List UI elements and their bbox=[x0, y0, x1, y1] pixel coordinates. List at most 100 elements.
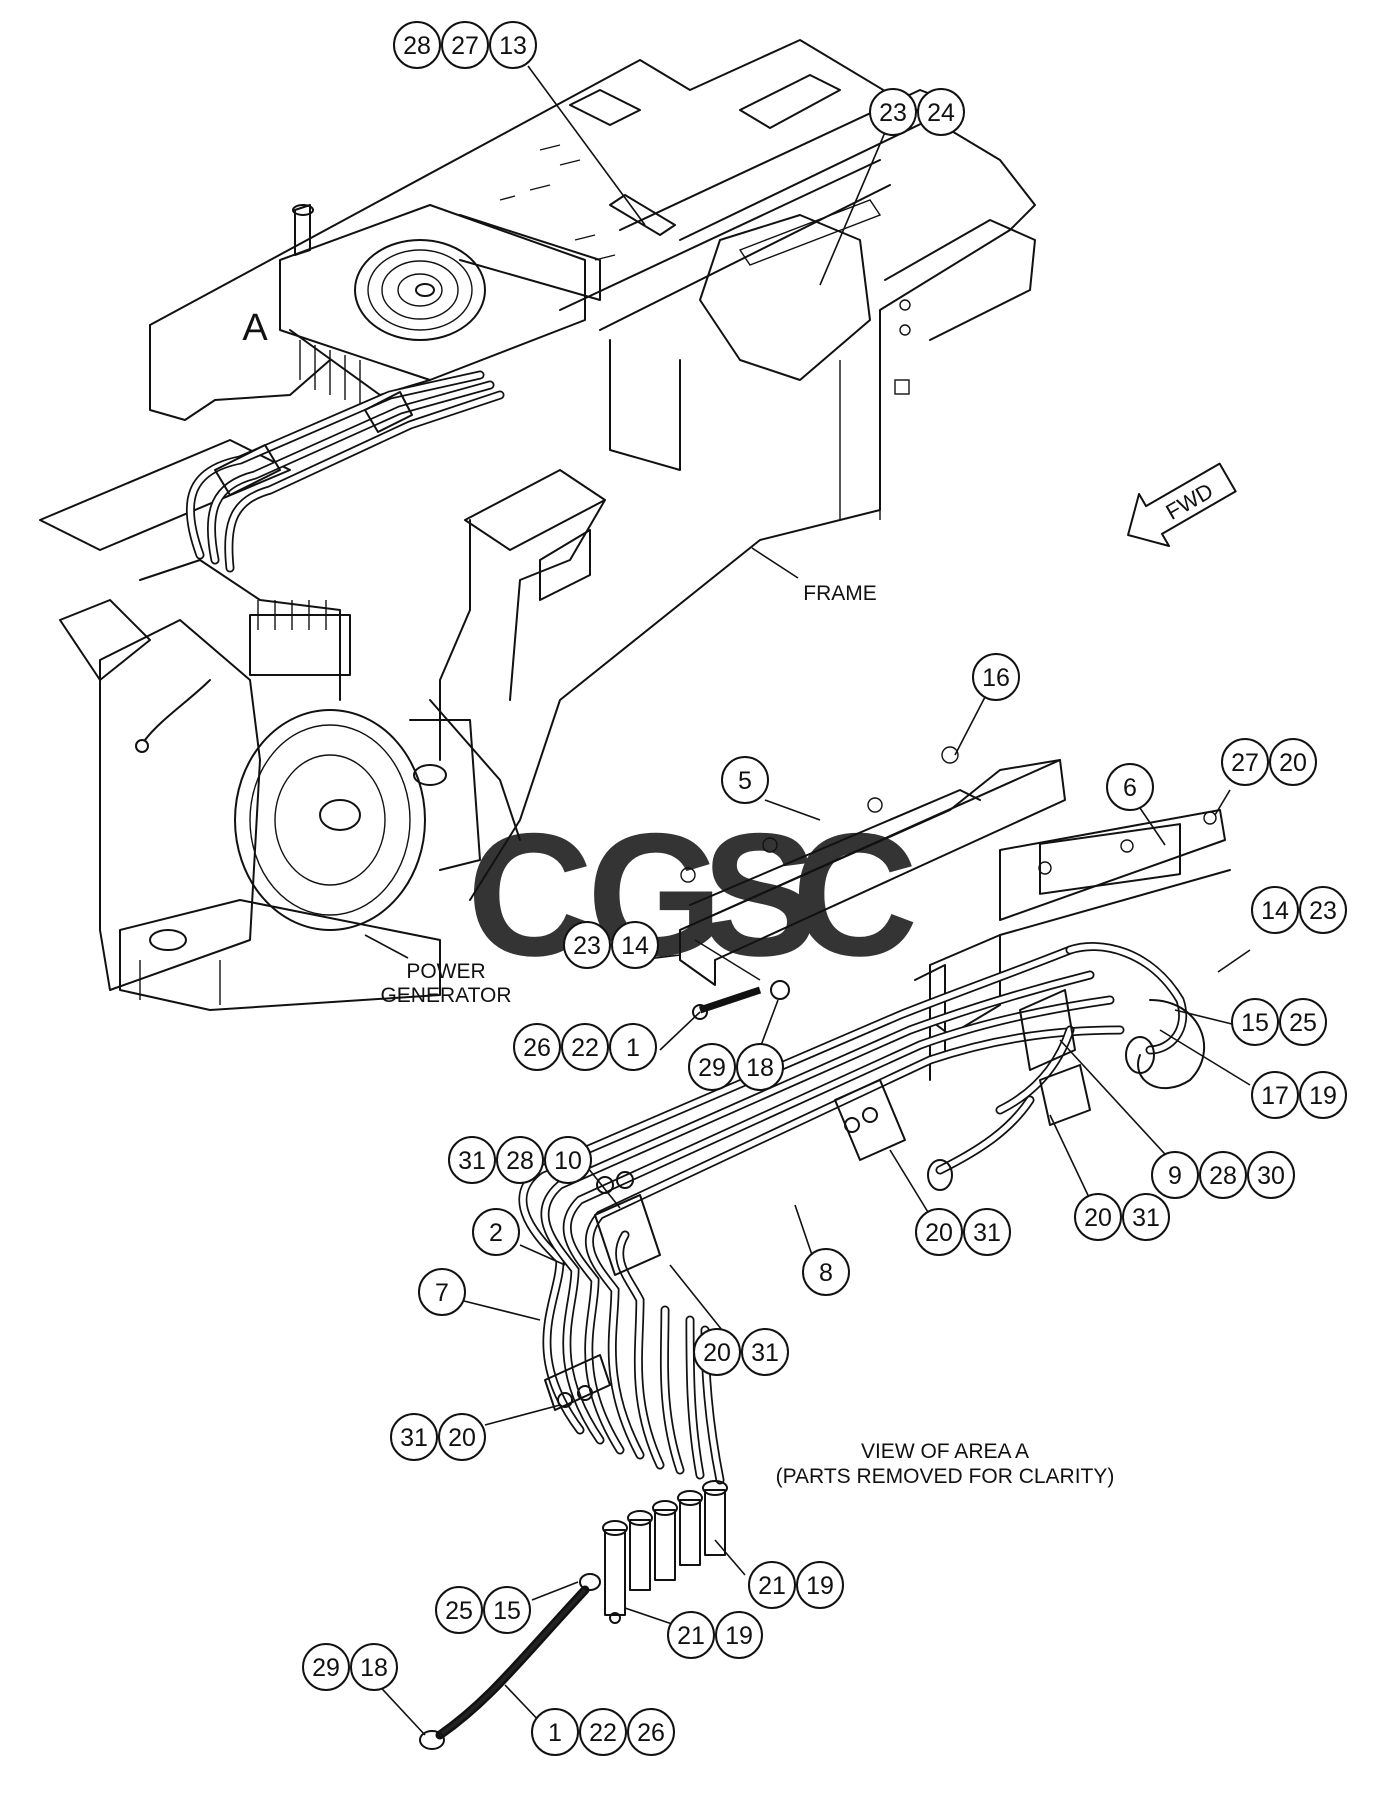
callout-circle bbox=[796, 1561, 844, 1609]
callout-number: 18 bbox=[360, 1654, 388, 1682]
callout-circle bbox=[715, 1611, 763, 1659]
callout-circle bbox=[563, 921, 611, 969]
callout-1-22-26: 1 22 26 bbox=[531, 1708, 675, 1756]
callout-circle bbox=[1299, 886, 1347, 934]
callout-circle bbox=[915, 1208, 963, 1256]
callout-number: 28 bbox=[506, 1147, 534, 1175]
callout-number: 25 bbox=[1289, 1009, 1317, 1037]
callout-29-18-bottom: 29 18 bbox=[302, 1643, 398, 1691]
callout-number: 19 bbox=[806, 1572, 834, 1600]
callout-circle bbox=[1106, 763, 1154, 811]
callout-number: 16 bbox=[982, 664, 1010, 692]
callout-circle bbox=[448, 1136, 496, 1184]
callout-number: 29 bbox=[312, 1654, 340, 1682]
callout-circle bbox=[1269, 738, 1317, 786]
callout-circle bbox=[544, 1136, 592, 1184]
callout-number: 25 bbox=[445, 1597, 473, 1625]
callout-number: 31 bbox=[458, 1147, 486, 1175]
callout-number: 19 bbox=[725, 1622, 753, 1650]
callout-circle bbox=[741, 1328, 789, 1376]
callout-number: 26 bbox=[523, 1034, 551, 1062]
callout-number: 10 bbox=[554, 1147, 582, 1175]
callout-circle bbox=[748, 1561, 796, 1609]
callout-circle bbox=[418, 1268, 466, 1316]
watermark-letter-s: S bbox=[702, 798, 819, 993]
callout-circle bbox=[350, 1643, 398, 1691]
callout-circle bbox=[489, 21, 537, 69]
callout-number: 28 bbox=[403, 32, 431, 60]
callout-circle bbox=[693, 1328, 741, 1376]
callout-circle bbox=[963, 1208, 1011, 1256]
callout-number: 20 bbox=[703, 1339, 731, 1367]
callout-circle bbox=[438, 1413, 486, 1461]
callout-8: 8 bbox=[802, 1248, 850, 1296]
callout-circle bbox=[1199, 1151, 1247, 1199]
callout-circle bbox=[721, 756, 769, 804]
callout-number: 5 bbox=[738, 767, 752, 795]
callout-number: 29 bbox=[698, 1054, 726, 1082]
callout-21-19-right: 21 19 bbox=[748, 1561, 844, 1609]
callout-number: 20 bbox=[1084, 1204, 1112, 1232]
callout-7: 7 bbox=[418, 1268, 466, 1316]
callout-circle bbox=[579, 1708, 627, 1756]
callout-circle bbox=[1122, 1193, 1170, 1241]
callout-circle bbox=[531, 1708, 579, 1756]
callout-number: 24 bbox=[927, 99, 955, 127]
watermark-letter-g: G bbox=[587, 798, 723, 993]
terminal-lugs bbox=[602, 1480, 728, 1624]
callout-number: 1 bbox=[548, 1719, 562, 1747]
callout-number: 6 bbox=[1123, 774, 1137, 802]
callout-number: 1 bbox=[626, 1034, 640, 1062]
callout-circle bbox=[802, 1248, 850, 1296]
callout-circle bbox=[393, 21, 441, 69]
callout-circle bbox=[483, 1586, 531, 1634]
callout-circle bbox=[972, 653, 1020, 701]
callout-number: 19 bbox=[1309, 1082, 1337, 1110]
callout-number: 22 bbox=[571, 1034, 599, 1062]
callout-number: 30 bbox=[1257, 1162, 1285, 1190]
callout-number: 31 bbox=[400, 1424, 428, 1452]
hose-bundle bbox=[518, 942, 1188, 1485]
callout-number: 14 bbox=[621, 932, 649, 960]
callout-circle bbox=[1151, 1151, 1199, 1199]
view-caption-line1: VIEW OF AREA A bbox=[861, 1440, 1029, 1463]
callout-circle bbox=[609, 1023, 657, 1071]
area-a-view bbox=[419, 746, 1231, 1750]
callout-number: 23 bbox=[879, 99, 907, 127]
callout-number: 26 bbox=[637, 1719, 665, 1747]
callout-circle bbox=[736, 1043, 784, 1091]
callout-number: 31 bbox=[1132, 1204, 1160, 1232]
callout-circle bbox=[1221, 738, 1269, 786]
callout-number: 22 bbox=[589, 1719, 617, 1747]
callout-31-28-10: 31 28 10 bbox=[448, 1136, 592, 1184]
callout-number: 23 bbox=[1309, 897, 1337, 925]
callout-circle bbox=[1299, 1071, 1347, 1119]
callout-circle bbox=[441, 21, 489, 69]
callout-number: 8 bbox=[819, 1259, 833, 1287]
view-caption-line2: (PARTS REMOVED FOR CLARITY) bbox=[776, 1465, 1115, 1488]
callout-circle bbox=[1251, 1071, 1299, 1119]
callout-number: 21 bbox=[677, 1622, 705, 1650]
callout-circle bbox=[1247, 1151, 1295, 1199]
callout-number: 13 bbox=[499, 32, 527, 60]
frame-label: FRAME bbox=[803, 582, 877, 605]
callout-circle bbox=[1279, 998, 1327, 1046]
callout-circle bbox=[561, 1023, 609, 1071]
callout-circle bbox=[1074, 1193, 1122, 1241]
callout-number: 18 bbox=[746, 1054, 774, 1082]
callout-number: 20 bbox=[1279, 749, 1307, 777]
callout-2: 2 bbox=[472, 1208, 520, 1256]
callout-circle bbox=[1251, 886, 1299, 934]
power-generator-label-line2: GENERATOR bbox=[380, 984, 511, 1007]
callout-circle bbox=[688, 1043, 736, 1091]
callout-number: 21 bbox=[758, 1572, 786, 1600]
